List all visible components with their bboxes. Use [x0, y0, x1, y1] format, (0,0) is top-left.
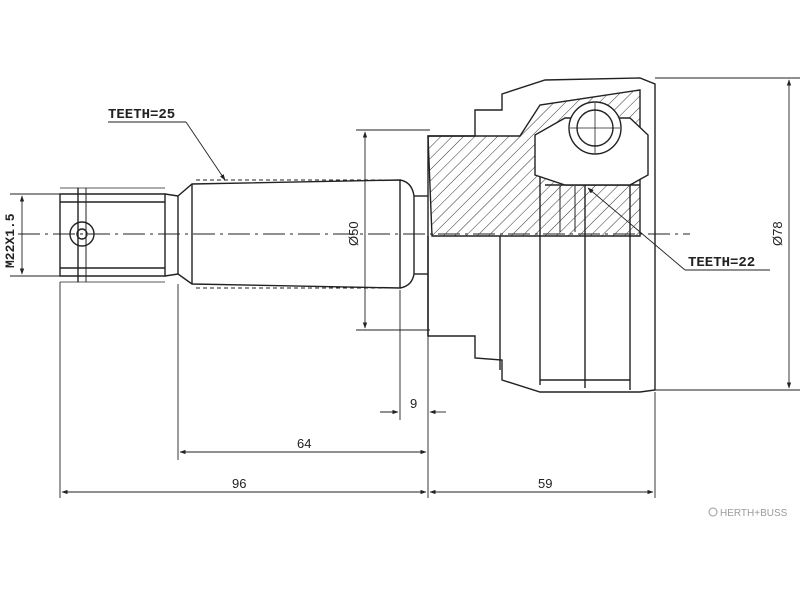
cotter-hole — [69, 221, 95, 247]
dim-outer-dia — [655, 77, 800, 391]
dim-9-label: 9 — [410, 396, 417, 411]
watermark-text: HERTH+BUSS — [720, 508, 788, 519]
brand-watermark: HERTH+BUSS — [708, 507, 788, 519]
ball-cage — [534, 101, 649, 232]
shaft-dia-label: Ø50 — [346, 221, 361, 246]
dim-64-label: 64 — [297, 436, 311, 451]
teeth-right-label: TEETH=22 — [688, 255, 755, 271]
leader-teeth-right — [587, 187, 770, 271]
dim-shaft-dia — [356, 129, 430, 331]
leader-teeth-left — [108, 121, 226, 181]
dim-thread — [10, 193, 60, 277]
outer-dia-label: Ø78 — [770, 221, 785, 246]
dim-59-label: 59 — [538, 476, 552, 491]
splined-shaft — [177, 179, 428, 289]
threaded-stub — [59, 187, 179, 283]
thread-label: M22X1.5 — [3, 213, 18, 268]
dim-96-label: 96 — [232, 476, 246, 491]
teeth-left-label: TEETH=25 — [108, 107, 175, 123]
